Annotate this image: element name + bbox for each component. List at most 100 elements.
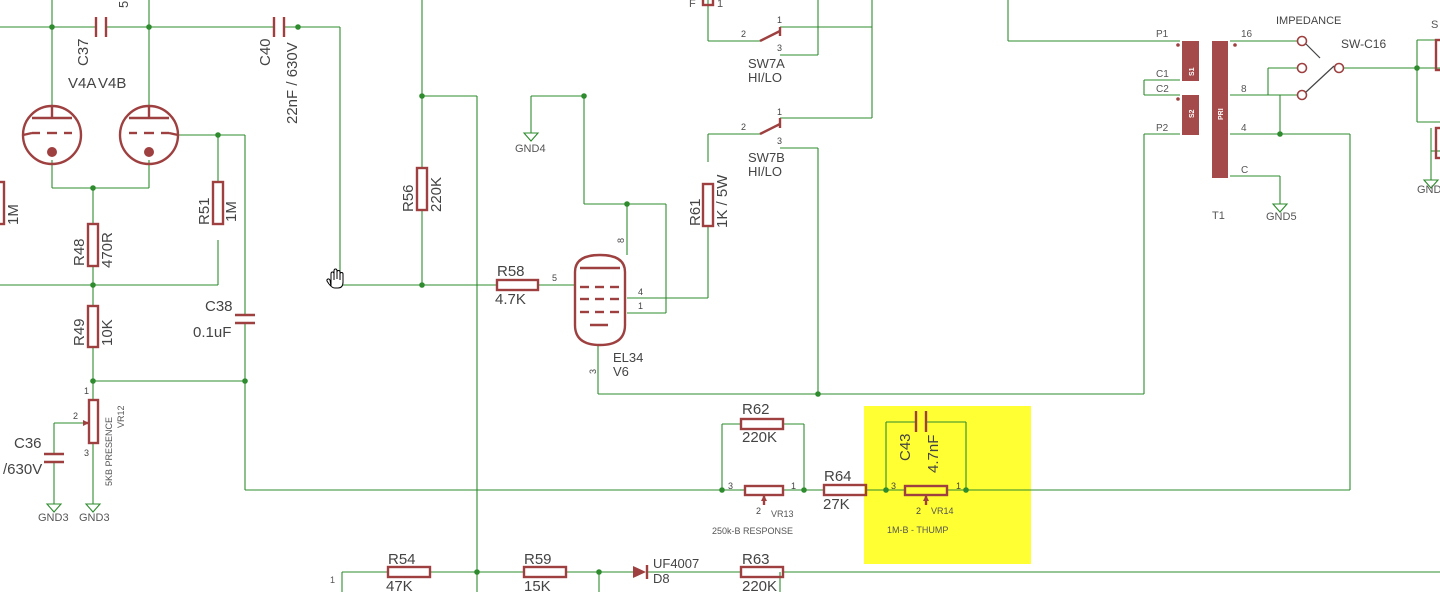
d8-name: D8 <box>653 571 670 586</box>
t1-pin-4: 4 <box>1241 123 1247 134</box>
vr12-pin1: 1 <box>84 386 89 396</box>
t1-s2: S2 <box>1189 109 1196 118</box>
switch-sw7a[interactable] <box>759 27 782 43</box>
tube-v4a[interactable] <box>21 104 83 166</box>
r-left-value: 1M <box>5 204 22 225</box>
r64-name: R64 <box>824 468 852 485</box>
potentiometer-vr14[interactable] <box>903 484 949 505</box>
capacitor-c36[interactable] <box>44 452 64 464</box>
r54-name: R54 <box>388 551 416 568</box>
switch-sw7b[interactable] <box>759 118 782 136</box>
sw7b-pin3: 3 <box>777 136 782 146</box>
t1-pin-p2: P2 <box>1156 123 1169 134</box>
sw7b-pin2: 2 <box>741 122 746 132</box>
resistor-r49[interactable] <box>86 304 100 349</box>
c37-value: 5 <box>116 1 131 8</box>
resistor-r64[interactable] <box>822 483 868 497</box>
r59-value: 15K <box>524 578 551 592</box>
switch-sw-c16[interactable] <box>1296 35 1345 101</box>
vr14-pin1: 1 <box>956 481 961 491</box>
r48-value: 470R <box>99 232 116 268</box>
r56-value: 220K <box>428 177 445 212</box>
diode-d8[interactable] <box>633 565 649 579</box>
r49-value: 10K <box>99 319 116 346</box>
v6-name: V6 <box>613 364 629 379</box>
resistor-r54[interactable] <box>386 565 432 579</box>
vr12-pin2: 2 <box>73 411 78 421</box>
v6-pin5: 5 <box>552 273 557 283</box>
t1-name: T1 <box>1212 210 1225 222</box>
sw7b-name: SW7B <box>748 150 785 165</box>
capacitor-c43[interactable] <box>914 411 928 432</box>
v6-pin4: 4 <box>638 287 643 297</box>
t1-pin-8: 8 <box>1241 84 1247 95</box>
t1-pri: PRI <box>1218 108 1225 120</box>
junction-dots <box>49 24 1420 575</box>
capacitor-c38[interactable] <box>235 313 255 325</box>
vr13-label: 250k-B RESPONSE <box>712 526 793 536</box>
c37-name: C37 <box>75 38 92 66</box>
tube-v4b[interactable] <box>118 104 180 166</box>
potentiometer-vr12[interactable] <box>83 398 100 445</box>
r61-name: R61 <box>687 198 704 226</box>
vr14-name: VR14 <box>931 506 954 516</box>
r61-value: 1K / 5W <box>714 174 731 228</box>
edge-right-resistors <box>1434 38 1440 160</box>
r56-name: R56 <box>400 184 417 212</box>
sw7a-pin1: 1 <box>777 15 782 25</box>
edge-top-f: F <box>689 0 696 10</box>
d8-value: UF4007 <box>653 556 699 571</box>
r51-value: 1M <box>223 201 240 222</box>
resistor-r51[interactable] <box>211 180 225 226</box>
sw7a-pin2: 2 <box>741 29 746 39</box>
ground-gnd-right <box>1422 179 1440 189</box>
capacitor-c40[interactable] <box>272 17 286 37</box>
r48-name: R48 <box>71 238 88 266</box>
edge-s-label: S <box>1431 19 1438 31</box>
c40-value: 22nF / 630V <box>284 42 301 124</box>
c38-name: C38 <box>205 298 233 315</box>
resistor-r62[interactable] <box>739 417 785 431</box>
potentiometer-vr13[interactable] <box>743 484 785 505</box>
sw-c16-name: SW-C16 <box>1341 37 1386 51</box>
transformer-t1[interactable] <box>1176 41 1237 178</box>
sw7a-pin3: 3 <box>777 43 782 53</box>
v6-type: EL34 <box>613 350 643 365</box>
t1-pin-c1: C1 <box>1156 69 1169 80</box>
t1-pin-16: 16 <box>1241 29 1253 40</box>
c36-name: C36 <box>14 435 42 452</box>
edge-top-1: 1 <box>717 0 723 10</box>
resistor-r-left[interactable] <box>0 180 6 226</box>
capacitor-c37[interactable] <box>94 17 108 37</box>
r54-value: 47K <box>386 578 413 592</box>
c38-value: 0.1uF <box>193 324 231 341</box>
c40-name: C40 <box>257 38 274 66</box>
r64-value: 27K <box>823 496 850 513</box>
resistor-r61[interactable] <box>701 182 715 228</box>
c43-name: C43 <box>897 433 914 461</box>
ground-gnd5 <box>1271 203 1289 213</box>
resistor-r48[interactable] <box>86 222 100 268</box>
sw7b-pin1: 1 <box>777 107 782 117</box>
tube-v6[interactable] <box>573 253 627 347</box>
resistor-r58[interactable] <box>495 278 540 292</box>
vr13-name: VR13 <box>771 509 794 519</box>
resistor-r56[interactable] <box>415 166 429 212</box>
vr12-pin3: 3 <box>84 448 89 458</box>
sw-c16-impedance: IMPEDANCE <box>1276 15 1341 27</box>
resistor-r63[interactable] <box>739 565 785 579</box>
tube-v4b-label: V4B <box>98 75 126 92</box>
r63-name: R63 <box>742 551 770 568</box>
t1-pin-c: C <box>1241 165 1248 176</box>
vr13-pin1: 1 <box>791 481 796 491</box>
r58-name: R58 <box>497 263 525 280</box>
v6-pin1: 1 <box>638 301 643 311</box>
t1-s1: S1 <box>1189 67 1196 76</box>
v6-pin8: 8 <box>616 238 626 243</box>
vr13-pin3: 3 <box>728 481 733 491</box>
hand-cursor-icon <box>326 268 344 289</box>
resistor-r59[interactable] <box>522 565 568 579</box>
sw7a-label: HI/LO <box>748 70 782 85</box>
